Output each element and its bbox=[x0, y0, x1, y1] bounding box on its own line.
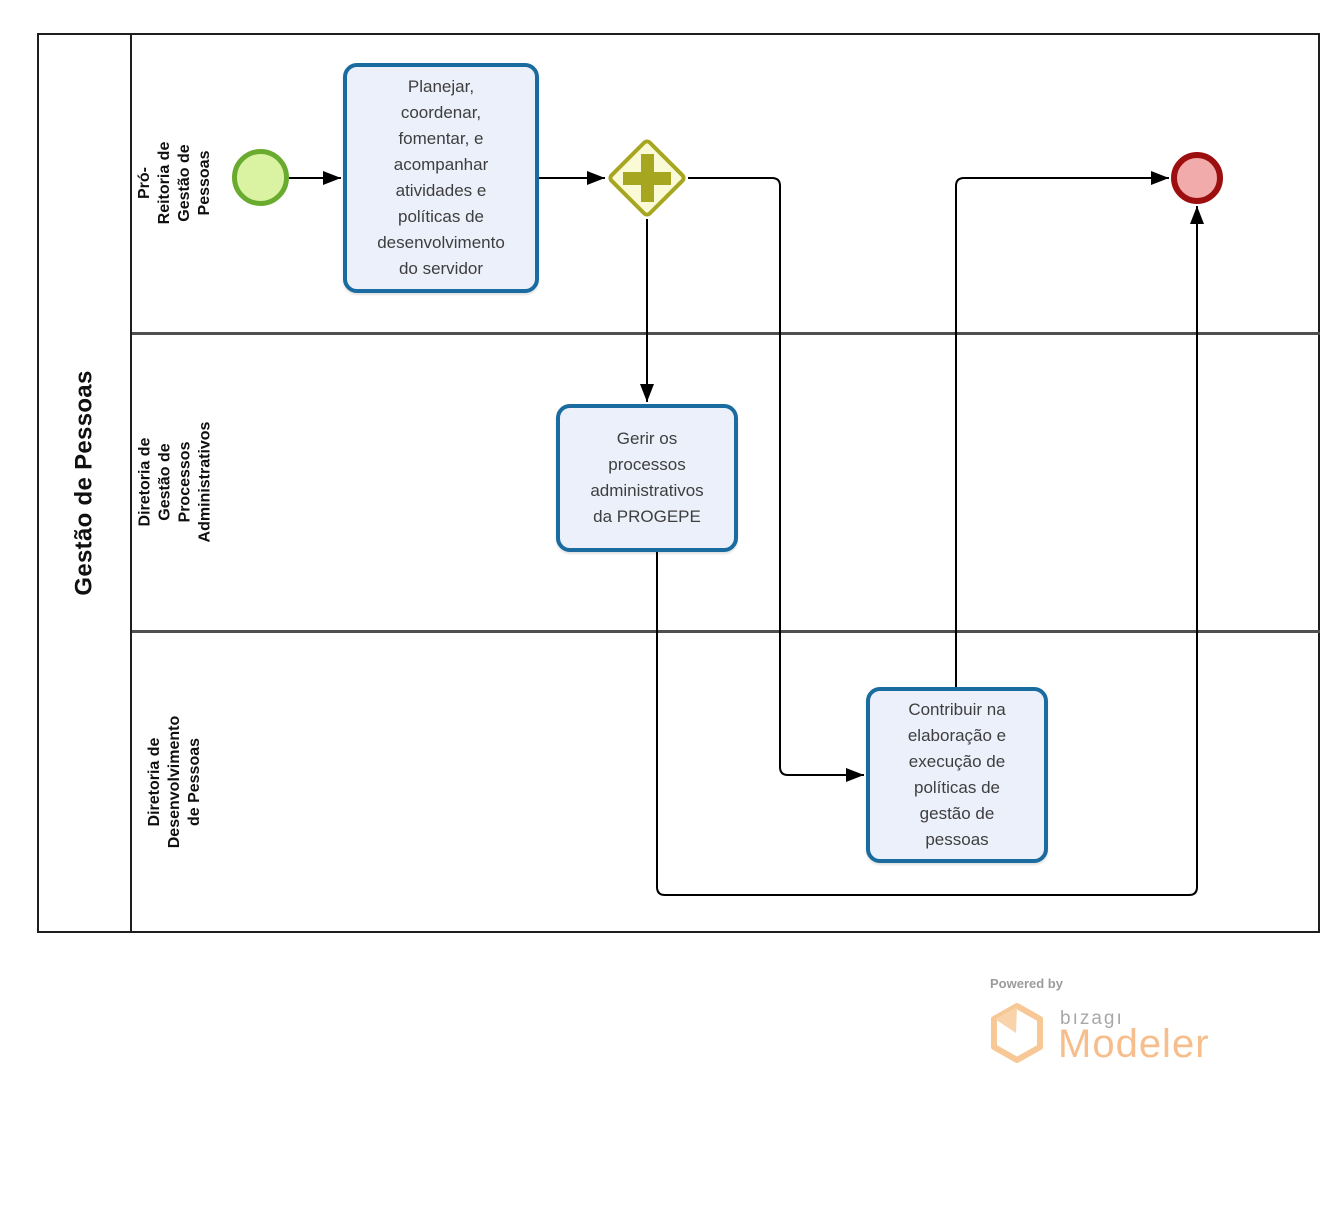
start-event[interactable] bbox=[232, 149, 289, 206]
task-planejar-coordenar[interactable]: Planejar, coordenar, fomentar, e acompan… bbox=[343, 63, 539, 293]
task-label: Planejar, coordenar, fomentar, e acompan… bbox=[377, 77, 505, 278]
end-event[interactable] bbox=[1171, 152, 1223, 204]
gateway-plus-icon bbox=[641, 154, 654, 202]
powered-by-text: Powered by bbox=[990, 976, 1063, 991]
pool-header-separator bbox=[130, 33, 132, 933]
task-label: Gerir os processos administrativos da PR… bbox=[590, 429, 704, 526]
bizagi-hexagon-icon bbox=[991, 1003, 1043, 1063]
bizagi-wordmark: bızagı bbox=[1060, 1008, 1124, 1029]
task-label: Contribuir na elaboração e execução de p… bbox=[907, 700, 1007, 849]
flow-gateway-to-task3 bbox=[688, 177, 864, 782]
flow-task2-to-end bbox=[656, 206, 1204, 896]
task-gerir-processos[interactable]: Gerir os processos administrativos da PR… bbox=[556, 404, 738, 552]
lane-divider-1 bbox=[132, 332, 1320, 335]
flow-task3-to-end bbox=[955, 171, 1169, 687]
lane-divider-2 bbox=[132, 630, 1320, 633]
task-contribuir-politicas[interactable]: Contribuir na elaboração e execução de p… bbox=[866, 687, 1048, 863]
modeler-wordmark: Modeler bbox=[1058, 1022, 1210, 1066]
pool-boundary bbox=[37, 33, 1320, 933]
